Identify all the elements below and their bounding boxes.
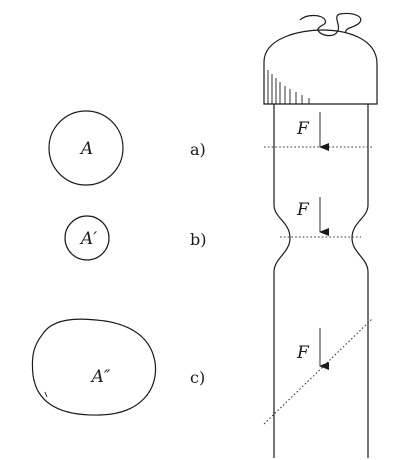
specimen-body-right-edge [351, 104, 369, 458]
cross-section-a: A a) [48, 110, 206, 186]
specimen-grip-head [263, 29, 378, 105]
section-line-c [263, 318, 373, 425]
cross-section-c: A″ c) [31, 318, 205, 416]
cross-section-a-area-label: A [79, 139, 93, 159]
cross-section-a-case-label: a) [190, 140, 206, 159]
grip-hatching [267, 70, 310, 104]
cross-section-b-case-label: b) [190, 230, 206, 249]
cross-section-b: A′ b) [64, 215, 206, 261]
specimen-body-left-edge [273, 104, 291, 458]
cross-section-a-circle [48, 110, 124, 186]
force-label-3: F [296, 343, 310, 363]
specimen: F F F [263, 12, 378, 458]
specimen-knob [299, 12, 362, 37]
force-label-1: F [296, 119, 310, 139]
cross-section-c-oval [31, 318, 157, 416]
force-label-2: F [296, 200, 310, 220]
cross-section-b-circle [64, 215, 110, 261]
cross-section-c-area-label: A″ [90, 367, 111, 387]
cross-section-b-area-label: A′ [79, 229, 97, 249]
cross-section-c-tick [44, 391, 48, 398]
cross-section-c-case-label: c) [190, 368, 205, 387]
